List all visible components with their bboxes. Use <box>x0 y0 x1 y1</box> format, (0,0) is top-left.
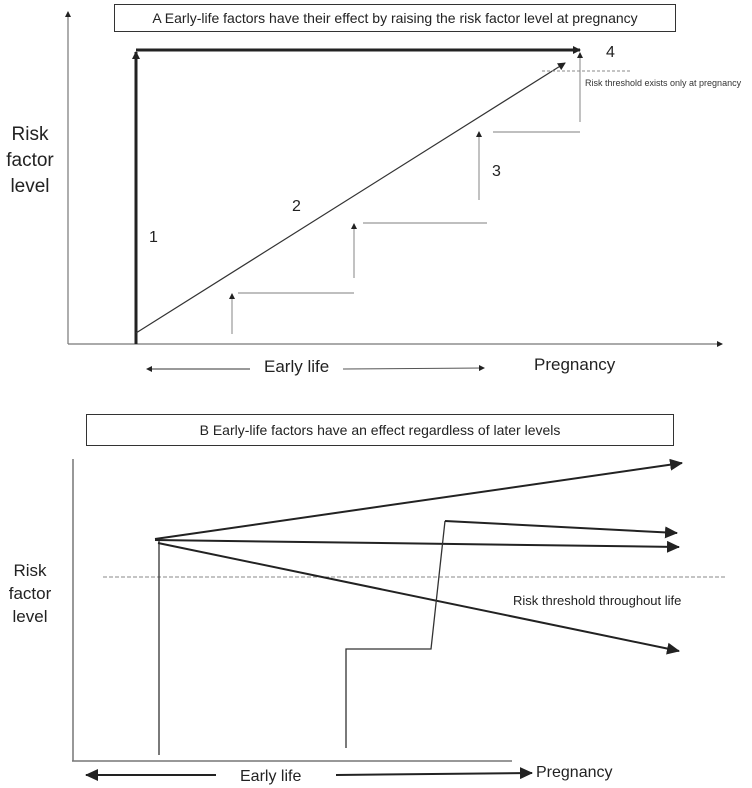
panel-b-early-life-arrow <box>85 767 533 781</box>
panel-b-title: B Early-life factors have an effect rega… <box>86 414 674 446</box>
panel-a-title-text: A Early-life factors have their effect b… <box>152 10 638 26</box>
panel-b-trajectory-down <box>157 542 680 655</box>
panel-a-title: A Early-life factors have their effect b… <box>114 4 676 32</box>
panel-a-path-3-steps <box>229 52 583 334</box>
panel-a-path-2 <box>135 62 566 334</box>
y-label-line: level <box>12 607 48 626</box>
y-label-line: factor <box>6 150 54 171</box>
y-label-line: Risk <box>13 561 47 580</box>
panel-b-axes <box>72 459 512 762</box>
path-label-4: 4 <box>606 44 615 61</box>
panel-a-y-axis-label: Risk factor level <box>2 122 58 200</box>
panel-a-early-life-arrow <box>146 365 485 372</box>
panel-b-trajectory-up <box>154 458 683 540</box>
panel-a-threshold-label: Risk threshold exists only at pregnancy <box>585 78 742 88</box>
panel-a-x-pregnancy: Pregnancy <box>534 355 616 374</box>
panel-b-late-step <box>345 520 678 748</box>
panel-b-y-axis-label: Risk factor level <box>2 559 58 628</box>
panel-b-trajectory-flat <box>154 539 680 553</box>
y-label-line: level <box>10 176 50 197</box>
panel-b-x-pregnancy: Pregnancy <box>536 764 613 781</box>
path-label-3: 3 <box>492 163 501 180</box>
path-label-1: 1 <box>149 229 158 246</box>
panel-a-path-1 <box>132 46 581 344</box>
panel-b-title-text: B Early-life factors have an effect rega… <box>199 422 561 438</box>
path-label-2: 2 <box>292 198 301 215</box>
y-label-line: factor <box>8 584 52 603</box>
y-label-line: Risk <box>11 124 49 145</box>
panel-a-axes <box>65 11 723 347</box>
panel-b-threshold-label: Risk threshold throughout life <box>513 593 682 608</box>
panel-b-x-early-life: Early life <box>240 768 302 785</box>
panel-a-x-early-life: Early life <box>264 357 330 376</box>
